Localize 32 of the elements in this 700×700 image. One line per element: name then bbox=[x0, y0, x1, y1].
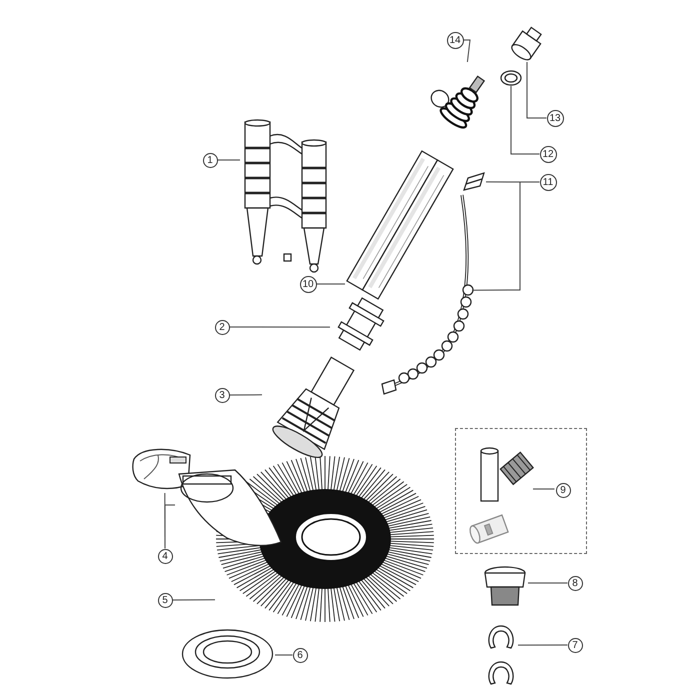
callout-number: 12 bbox=[540, 146, 556, 162]
ring-washer-drawing bbox=[180, 628, 275, 680]
leader-line bbox=[229, 326, 330, 328]
leader-line bbox=[172, 599, 216, 600]
dashed-group-outline bbox=[455, 428, 587, 554]
leader-line bbox=[528, 582, 568, 584]
leader-line bbox=[229, 394, 262, 396]
callout-number: 13 bbox=[546, 110, 564, 126]
leader-line bbox=[532, 488, 555, 490]
callout-number: 10 bbox=[300, 276, 316, 292]
callout-number: 4 bbox=[158, 548, 172, 564]
bristle-disc-drawing bbox=[215, 455, 435, 623]
callout-number: 7 bbox=[568, 638, 582, 652]
leader-line bbox=[510, 86, 540, 154]
leader-line bbox=[164, 504, 176, 549]
leader-line bbox=[274, 654, 293, 656]
leader-line bbox=[463, 40, 471, 62]
tube-pair-drawing bbox=[345, 150, 455, 300]
callout-number: 14 bbox=[446, 32, 464, 48]
callout-number: 5 bbox=[158, 592, 172, 608]
callout-number: 9 bbox=[556, 482, 570, 498]
callout-number: 11 bbox=[540, 174, 556, 190]
callout-number: 6 bbox=[292, 648, 308, 662]
o-ring-drawing bbox=[500, 70, 522, 86]
callout-number: 2 bbox=[214, 320, 230, 334]
callout-number: 1 bbox=[202, 152, 218, 168]
hose-clip-drawing bbox=[462, 172, 486, 194]
leader-line bbox=[526, 62, 547, 118]
leader-line bbox=[518, 644, 568, 646]
callout-number: 3 bbox=[214, 388, 230, 402]
callout-number: 8 bbox=[568, 576, 582, 590]
leader-line bbox=[472, 182, 540, 291]
